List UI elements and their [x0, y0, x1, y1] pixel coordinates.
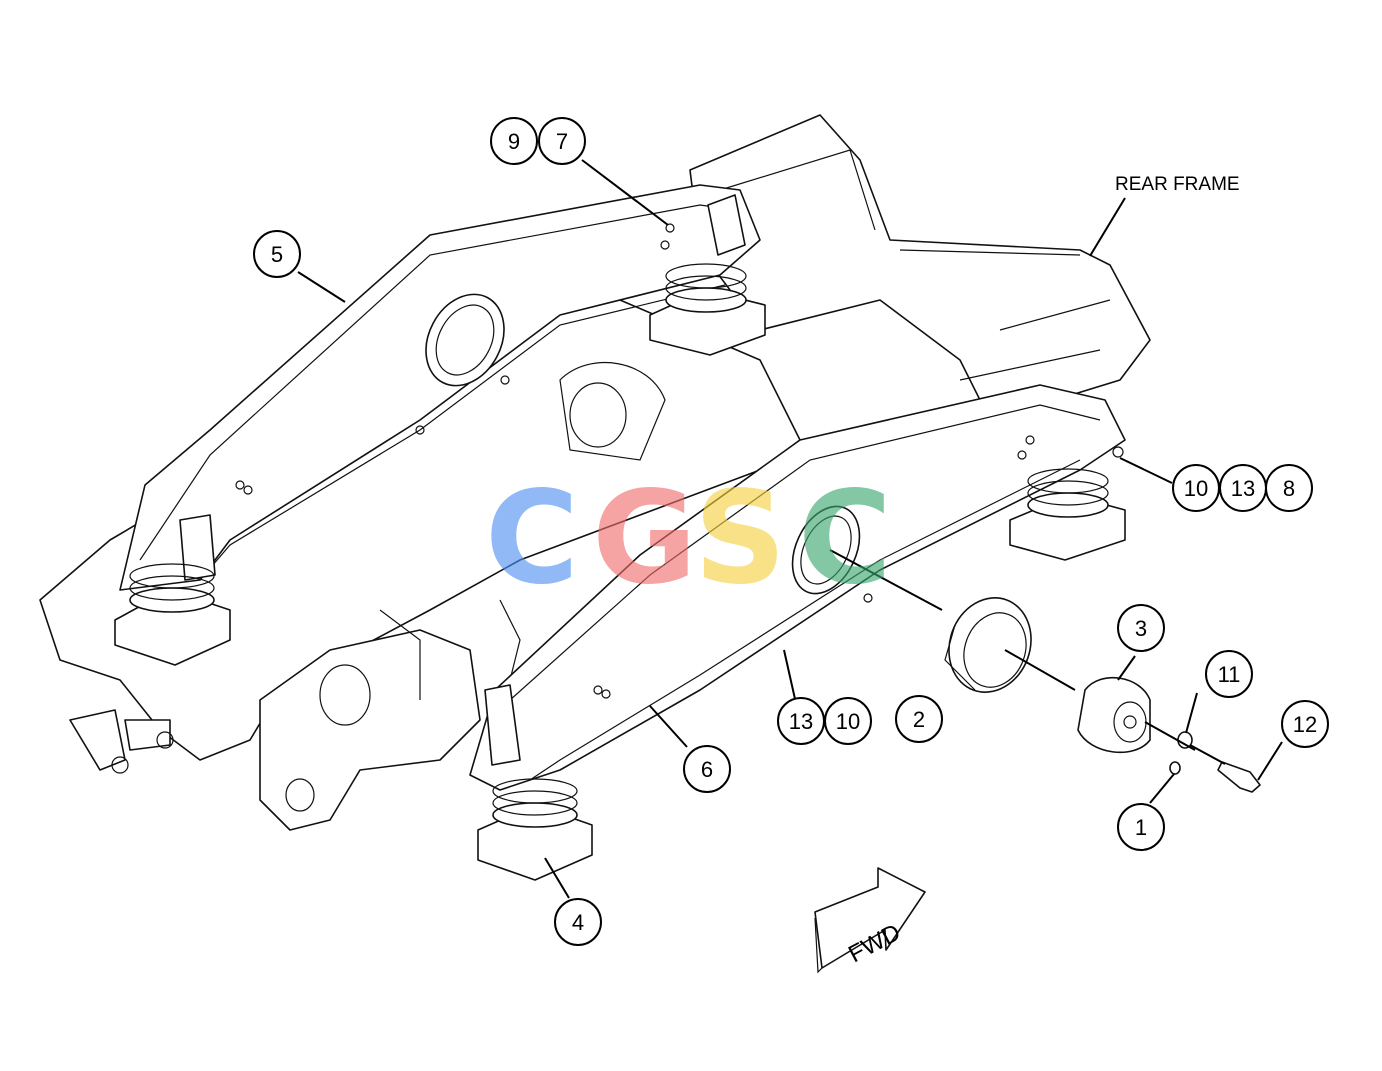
svg-text:12: 12 [1293, 712, 1317, 737]
mount-rear-right [1009, 468, 1126, 561]
forward-direction-arrow: FWD [814, 867, 926, 974]
svg-text:2: 2 [913, 707, 925, 732]
callout-1: 1 [1117, 803, 1165, 851]
callout-10-lower: 10 [824, 697, 872, 745]
svg-text:13: 13 [1231, 476, 1255, 501]
callout-12: 12 [1281, 700, 1329, 748]
svg-text:1: 1 [1135, 815, 1147, 840]
svg-text:8: 8 [1283, 476, 1295, 501]
callout-4: 4 [554, 898, 602, 946]
leader-lines [297, 159, 1283, 899]
svg-text:5: 5 [271, 242, 283, 267]
svg-text:11: 11 [1218, 662, 1241, 687]
watermark-letter-2: G [592, 464, 697, 613]
svg-text:13: 13 [789, 709, 813, 734]
bolt-part-12 [1217, 761, 1261, 793]
svg-text:4: 4 [572, 910, 584, 935]
mount-front-right [477, 778, 593, 881]
bushing-part-2 [944, 597, 1032, 693]
watermark-letter-1: C [485, 464, 579, 613]
mount-rear-left [649, 263, 766, 356]
svg-text:10: 10 [1184, 476, 1208, 501]
callout-5: 5 [253, 230, 301, 278]
callout-6: 6 [683, 745, 731, 793]
upper-beam [119, 184, 761, 591]
callout-13-lower: 13 [777, 697, 825, 745]
svg-text:3: 3 [1135, 616, 1147, 641]
watermark-letter-3: S [694, 464, 786, 613]
svg-text:6: 6 [701, 757, 713, 782]
callout-3: 3 [1117, 604, 1165, 652]
fitting-part-1 [1169, 761, 1181, 775]
callout-10-upper: 10 [1172, 464, 1220, 512]
mount-front-left [114, 563, 231, 666]
watermark-logo: C G S C [485, 464, 892, 613]
callout-9: 9 [490, 117, 538, 165]
lower-beam [469, 384, 1126, 791]
watermark-letter-4: C [798, 464, 892, 613]
svg-text:7: 7 [556, 129, 568, 154]
callout-11: 11 [1205, 650, 1253, 698]
svg-text:9: 9 [508, 129, 520, 154]
rear-frame [39, 114, 1151, 831]
callout-8: 8 [1265, 464, 1313, 512]
pin-part-3 [1077, 676, 1151, 754]
svg-text:10: 10 [836, 709, 860, 734]
callout-13-upper: 13 [1219, 464, 1267, 512]
callout-2: 2 [895, 695, 943, 743]
callout-7: 7 [538, 117, 586, 165]
rear-frame-label: REAR FRAME [1115, 174, 1240, 195]
